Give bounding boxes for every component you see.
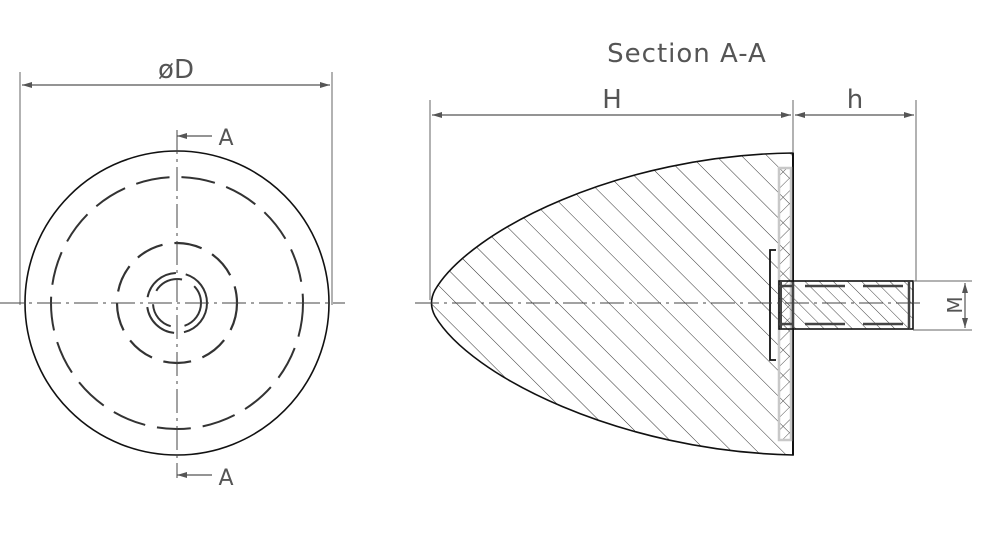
top-view: øD A A xyxy=(0,55,345,491)
section-marker-top: A xyxy=(218,126,233,151)
section-marker-bottom: A xyxy=(218,466,233,491)
h-label: h xyxy=(847,85,863,115)
section-view: Section A-A H h M xyxy=(415,39,972,456)
threaded-stud xyxy=(778,280,914,330)
H-label: H xyxy=(602,85,622,115)
M-label: M xyxy=(943,296,967,313)
diameter-label: øD xyxy=(158,55,194,85)
nut-outline xyxy=(769,249,776,361)
buffer-body xyxy=(430,152,794,456)
section-title: Section A-A xyxy=(607,39,767,69)
